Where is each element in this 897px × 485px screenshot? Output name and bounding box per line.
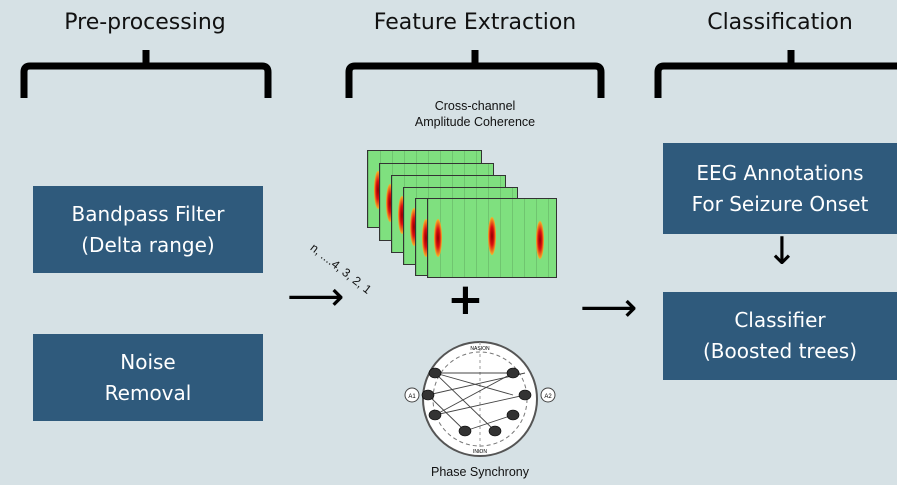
bandpass-line1: Bandpass Filter [71, 201, 225, 226]
classifier-box: Classifier (Boosted trees) [663, 292, 897, 380]
title-preprocessing: Pre-processing [64, 10, 226, 35]
coherence-label: Cross-channel Amplitude Coherence [380, 98, 570, 130]
coherence-line2: Amplitude Coherence [414, 115, 536, 129]
title-classification: Classification [707, 10, 853, 35]
head-label-top: NASION [470, 346, 490, 352]
head-label-right: A2 [544, 394, 552, 400]
bandpass-line2: (Delta range) [81, 232, 215, 257]
arrow-down-icon: ↓ [766, 229, 798, 273]
classifier-line1: Classifier [734, 308, 826, 332]
plus-icon: + [447, 274, 484, 325]
bracket-classification [654, 50, 897, 98]
spectrogram-card-front [427, 198, 557, 278]
phase-synchrony-label: Phase Synchrony [431, 465, 529, 479]
noise-line1: Noise [120, 349, 176, 374]
bracket-feature-extraction [345, 50, 605, 98]
noise-removal-box: Noise Removal [33, 334, 263, 421]
coherence-line1: Cross-channel [434, 99, 516, 113]
annotations-line2: For Seizure Onset [691, 191, 869, 216]
arrow-right-icon: ⟶ [580, 285, 638, 331]
eeg-annotations-box: EEG Annotations For Seizure Onset [663, 143, 897, 234]
classifier-line2: (Boosted trees) [702, 339, 858, 363]
eeg-head-diagram: A1 A2 NASION INION [404, 341, 556, 457]
annotations-line1: EEG Annotations [696, 160, 864, 185]
bracket-preprocessing [20, 50, 272, 98]
bandpass-filter-box: Bandpass Filter (Delta range) [33, 186, 263, 273]
title-feature-extraction: Feature Extraction [373, 10, 577, 35]
arrow-right-icon: ⟶ [287, 274, 345, 320]
noise-line2: Removal [104, 380, 192, 405]
head-label-left: A1 [408, 394, 416, 400]
head-label-bottom: INION [473, 449, 487, 455]
